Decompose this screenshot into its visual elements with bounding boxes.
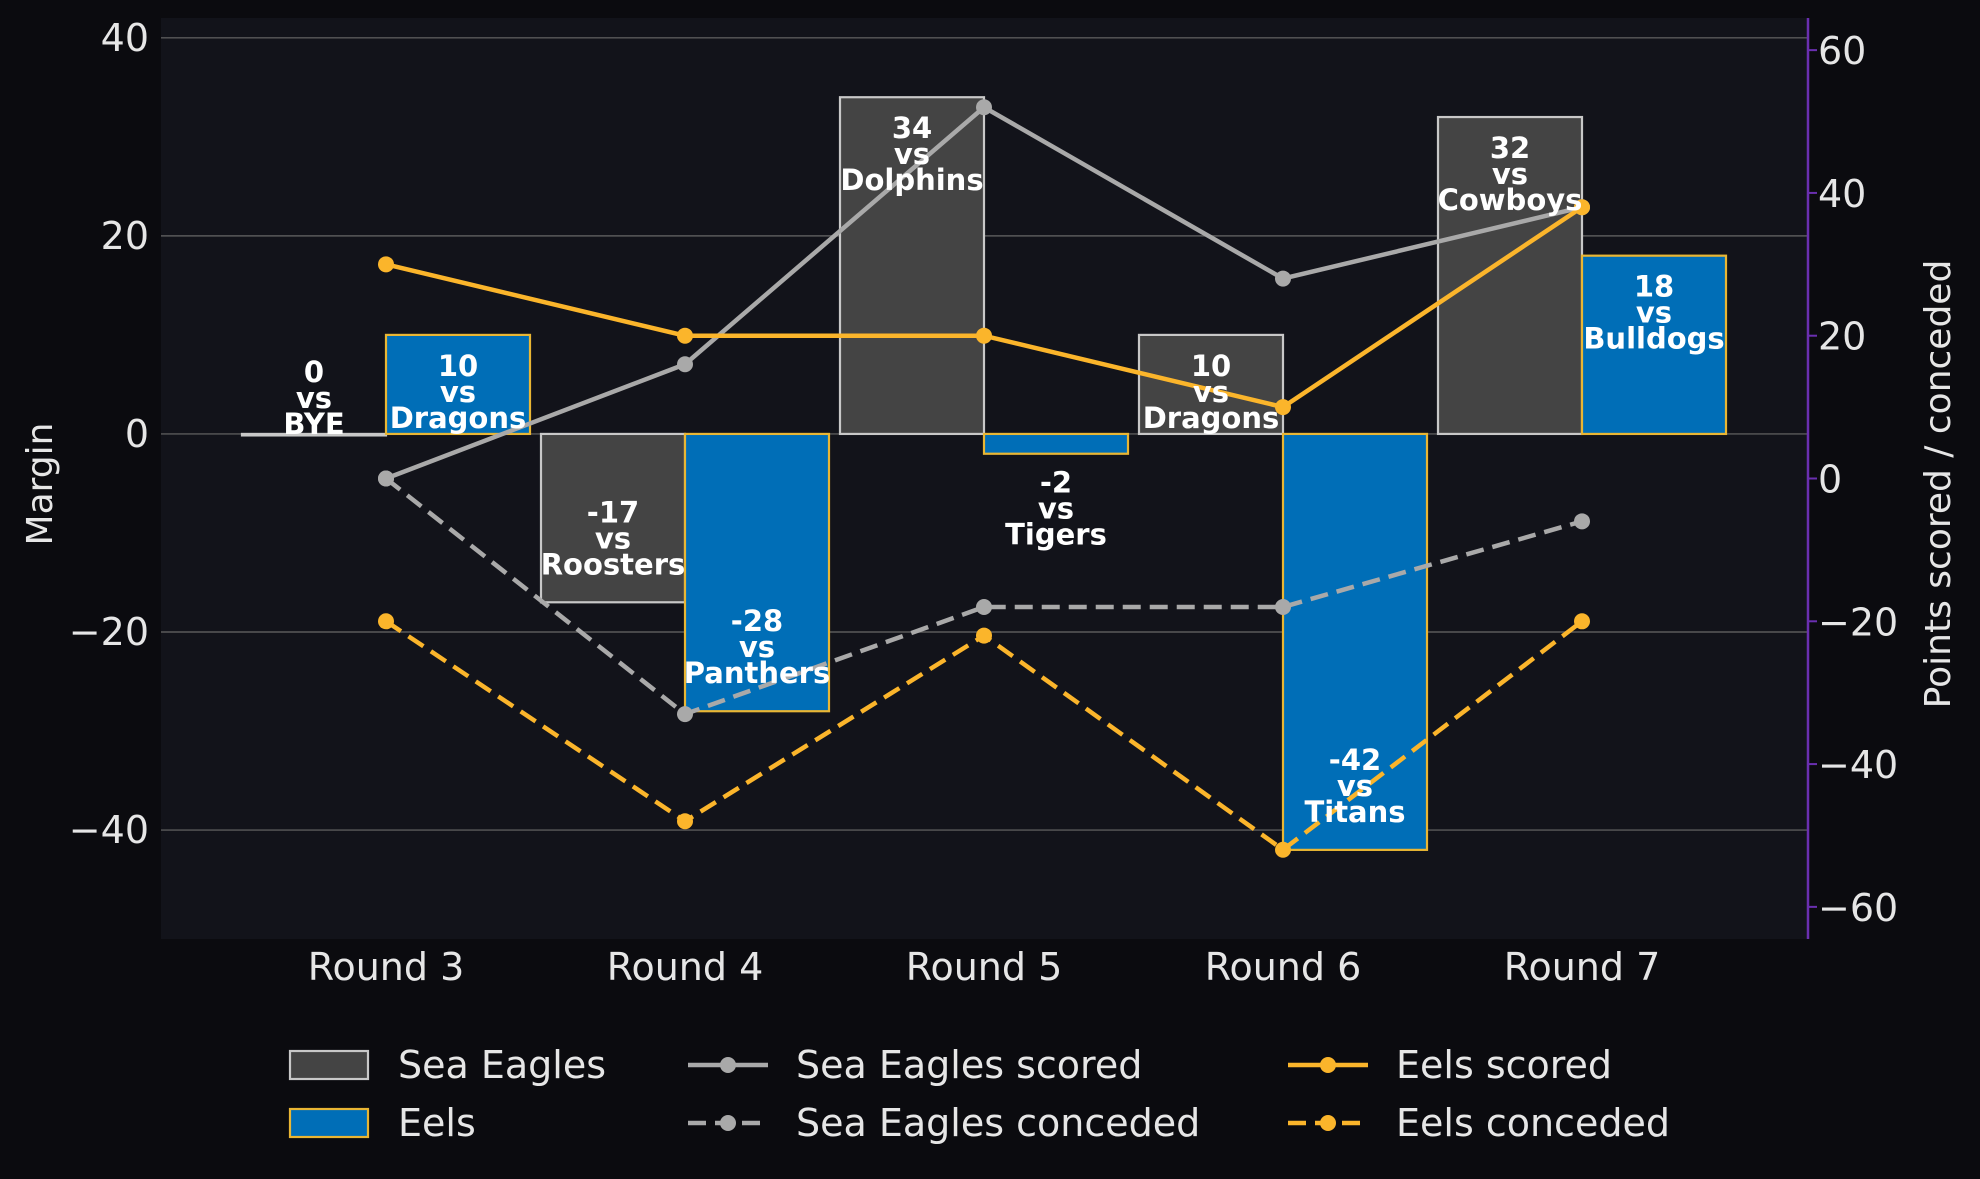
bar-label: -42 — [1329, 743, 1381, 777]
bar-label: Roosters — [541, 547, 686, 581]
series-point — [378, 256, 394, 273]
bar-labels: 0vsBYE-17vsRoosters34vsDolphins10vsDrago… — [283, 111, 1724, 829]
bar — [838, 96, 986, 436]
bar-label: Dolphins — [840, 163, 983, 197]
x-tick-label: Round 4 — [607, 945, 764, 989]
series-point — [976, 99, 992, 116]
bar-label: vs — [1193, 375, 1229, 409]
series-point — [976, 599, 992, 616]
bar — [1281, 432, 1429, 851]
bars — [240, 96, 1728, 851]
right-tick-label: −20 — [1818, 600, 1898, 644]
bar-label: vs — [1492, 157, 1528, 191]
legend-swatch — [288, 1107, 370, 1139]
bar-label: 10 — [1191, 349, 1231, 383]
bar-label: vs — [1038, 492, 1074, 526]
series-point — [976, 327, 992, 344]
bar-label: Dragons — [1143, 401, 1280, 435]
legend-marker — [1320, 1057, 1336, 1073]
legend-marker — [720, 1115, 736, 1131]
legend-marker — [720, 1057, 736, 1073]
legend-label: Eels — [398, 1101, 476, 1145]
series-point — [1574, 199, 1590, 216]
series-point — [1275, 599, 1291, 616]
bar-label: -28 — [731, 604, 783, 638]
bar-label: 18 — [1634, 270, 1674, 304]
series-point — [1574, 513, 1590, 530]
x-tick-label: Round 7 — [1504, 945, 1661, 989]
left-axis-label: Margin — [20, 423, 61, 546]
legend-label: Sea Eagles — [398, 1043, 606, 1087]
series-point — [1275, 841, 1291, 858]
x-axis-ticks: Round 3 Round 4 Round 5 Round 6 Round 7 — [308, 945, 1661, 989]
bar — [384, 333, 532, 436]
right-tick-label: 40 — [1818, 172, 1866, 216]
bar-label: Titans — [1304, 795, 1405, 829]
left-tick-label: 40 — [101, 16, 149, 60]
left-tick-label: 20 — [101, 214, 149, 258]
bar-label: Dragons — [390, 401, 527, 435]
bar-label: vs — [1636, 296, 1672, 330]
right-tick-label: −60 — [1818, 886, 1898, 930]
bar-label: Tigers — [1005, 518, 1107, 552]
bar-label: -2 — [1040, 466, 1072, 500]
series-line — [384, 476, 1583, 717]
right-tick-label: −40 — [1818, 743, 1898, 787]
bar — [683, 432, 831, 713]
bar-label: vs — [296, 381, 332, 415]
left-axis-ticks: 40 20 0 −20 −40 — [69, 16, 149, 852]
right-axis-ticks: 60 40 20 0 −20 −40 −60 — [1808, 29, 1898, 930]
series-point — [378, 613, 394, 630]
right-tick-label: 60 — [1818, 29, 1866, 73]
bar-label: vs — [1337, 769, 1373, 803]
series-point — [378, 470, 394, 487]
left-tick-label: −20 — [69, 610, 149, 654]
series-point — [976, 627, 992, 644]
bar — [1580, 254, 1728, 436]
bar — [539, 432, 687, 604]
x-tick-label: Round 3 — [308, 945, 465, 989]
right-tick-label: 20 — [1818, 315, 1866, 359]
bar-label: vs — [739, 630, 775, 664]
bar — [1137, 333, 1285, 436]
series-point — [1275, 399, 1291, 416]
x-tick-label: Round 6 — [1205, 945, 1362, 989]
bar-label: 34 — [892, 111, 932, 145]
left-tick-label: −40 — [69, 808, 149, 852]
series-point — [1275, 270, 1291, 287]
bar-label: vs — [595, 521, 631, 555]
series-point — [677, 356, 693, 373]
series-point — [1574, 613, 1590, 630]
bar-label: Panthers — [684, 656, 830, 690]
legend-swatch — [288, 1049, 370, 1081]
right-axis-label: Points scored / conceded — [1918, 260, 1959, 709]
bar-label: vs — [894, 137, 930, 171]
bar-label: Bulldogs — [1583, 322, 1724, 356]
legend-label: Sea Eagles scored — [796, 1043, 1142, 1087]
bar-label: BYE — [283, 407, 344, 441]
legend-marker — [1320, 1115, 1336, 1131]
series-lines — [378, 99, 1590, 858]
bar-label: -17 — [587, 495, 639, 529]
legend-label: Eels scored — [1396, 1043, 1612, 1087]
series-point — [677, 813, 693, 830]
bar-label: Cowboys — [1438, 183, 1583, 217]
bar-label: 32 — [1490, 131, 1530, 165]
legend-label: Eels conceded — [1396, 1101, 1670, 1145]
bar — [1436, 115, 1584, 436]
left-tick-label: 0 — [125, 412, 149, 456]
bar-label: 0 — [304, 355, 324, 389]
series-point — [677, 706, 693, 723]
right-tick-label: 0 — [1818, 458, 1842, 502]
bar-label: vs — [440, 375, 476, 409]
series-point — [677, 327, 693, 344]
legend-label: Sea Eagles conceded — [796, 1101, 1200, 1145]
x-tick-label: Round 5 — [906, 945, 1063, 989]
bar — [982, 432, 1130, 455]
bar-label: 10 — [438, 349, 478, 383]
